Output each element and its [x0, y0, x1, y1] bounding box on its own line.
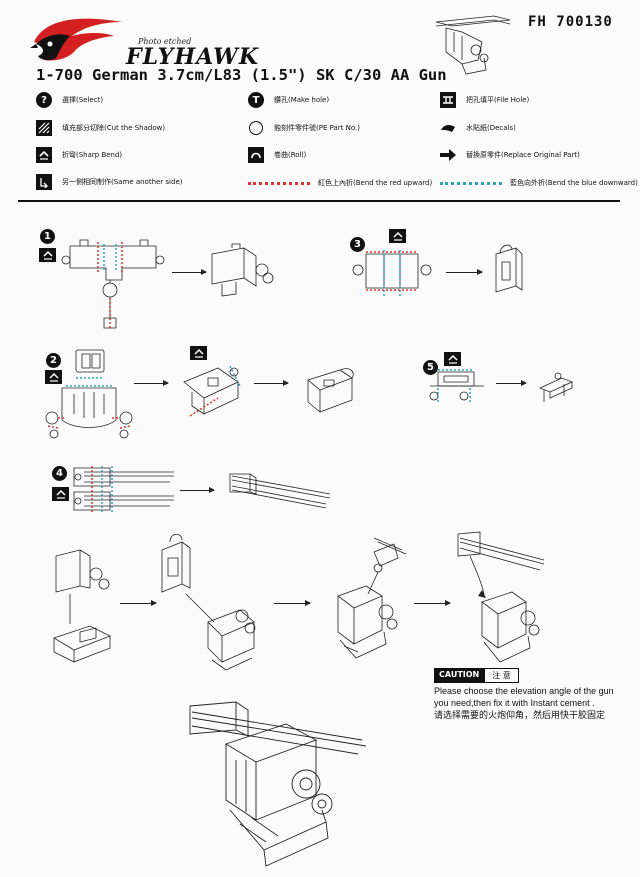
- caution-note-zh: 请选择需要的火炮仰角，然后用快干胶固定: [434, 710, 606, 720]
- step-2-arrow-b: [254, 380, 289, 386]
- roll-icon: [248, 147, 264, 163]
- legend-file-hole: 把孔填平(File Hole): [440, 92, 529, 108]
- legend-select: ? 選擇(Select): [36, 92, 103, 108]
- caution-note-en: Please choose the elevation angle of the…: [434, 686, 614, 708]
- step-3-badge: 3: [350, 237, 365, 252]
- legend-bend-red-label: 紅色上內折(Bend the red upward): [318, 179, 433, 187]
- step-5-arrow: [496, 380, 527, 386]
- header-divider: [18, 200, 620, 202]
- legend-pe-part-label: 蝕刻件零件號(PE Part No.): [274, 124, 360, 132]
- step-1-badge: 1: [40, 229, 55, 244]
- caution-zh: 注 意: [484, 668, 519, 683]
- assembly-stage-3: [322, 534, 412, 666]
- legend-select-label: 選擇(Select): [62, 96, 104, 104]
- sharp-bend-icon: [36, 147, 52, 163]
- blue-fold-line: [440, 181, 502, 185]
- legend-file-hole-label: 把孔填平(File Hole): [466, 96, 530, 104]
- legend-cut-shadow-label: 填充部分切除(Cut the Shadow): [62, 124, 166, 132]
- step-2-arrow-a: [134, 380, 169, 386]
- caution-en: CAUTION: [434, 668, 485, 683]
- step-3-arrow: [446, 269, 483, 275]
- legend-make-hole: T 鑽孔(Make hole): [248, 92, 329, 108]
- gun-overview-illustration: [432, 12, 512, 78]
- step-5-result: [536, 370, 576, 406]
- sharp-bend-icon: [190, 346, 207, 360]
- brand-subtitle: Photo etched: [138, 37, 192, 46]
- step-2-fret: [44, 348, 134, 442]
- sharp-bend-icon: [39, 248, 56, 262]
- page-title: 1-700 German 3.7cm/L83 (1.5") SK C/30 AA…: [36, 66, 447, 84]
- legend-make-hole-label: 鑽孔(Make hole): [274, 96, 330, 104]
- step-2-result: [300, 364, 360, 420]
- assembly-stage-1: [50, 546, 122, 670]
- legend-decals-label: 水貼紙(Decals): [466, 124, 516, 132]
- sharp-bend-icon: [45, 370, 62, 384]
- assembly-stage-4: [452, 530, 548, 670]
- decal-icon: [440, 120, 456, 136]
- caution-note: Please choose the elevation angle of the…: [434, 685, 630, 721]
- step-3-result: [488, 240, 528, 298]
- step-3-fret: [352, 250, 432, 296]
- same-side-icon: [36, 174, 52, 190]
- legend-roll: 卷曲(Roll): [248, 147, 306, 163]
- flyhawk-logo: Photo etched FLYHAWK: [30, 14, 258, 70]
- assembly-arrow-1: [120, 600, 157, 606]
- step-2-badge: 2: [46, 353, 61, 368]
- step-5-badge: 5: [423, 360, 438, 375]
- hawk-logo-icon: [30, 18, 122, 61]
- legend-decals: 水貼紙(Decals): [440, 120, 516, 136]
- legend-same-side: 另一側相同制作(Same another side): [36, 174, 183, 190]
- caution-label: CAUTION 注 意: [434, 668, 519, 683]
- legend-bend-red: 紅色上內折(Bend the red upward): [248, 178, 432, 188]
- legend-replace-label: 替換原零件(Replace Original Part): [466, 151, 580, 159]
- step-4-result: [226, 470, 334, 514]
- question-icon: ?: [36, 92, 52, 108]
- legend-pe-part: 蝕刻件零件號(PE Part No.): [248, 120, 360, 136]
- step-5-fret: [424, 368, 494, 404]
- assembly-arrow-2: [274, 600, 311, 606]
- legend-replace: 替換原零件(Replace Original Part): [440, 147, 580, 163]
- step-1-result: [208, 244, 278, 300]
- sharp-bend-icon: [52, 487, 69, 501]
- step-4-badge: 4: [52, 466, 67, 481]
- final-assembly: [186, 700, 382, 872]
- replace-arrow-icon: [440, 147, 456, 163]
- assembly-arrow-3: [414, 600, 451, 606]
- shadow-cut-icon: [36, 120, 52, 136]
- legend-roll-label: 卷曲(Roll): [274, 151, 307, 159]
- legend-sharp-bend: 折彎(Sharp Bend): [36, 147, 122, 163]
- step-2-intermediate: [178, 362, 248, 422]
- brand-name: FLYHAWK: [126, 44, 259, 70]
- step-1-arrow: [172, 269, 207, 275]
- legend-same-side-label: 另一側相同制作(Same another side): [62, 178, 183, 186]
- part-number-icon: [248, 120, 264, 136]
- file-hole-icon: [440, 92, 456, 108]
- sharp-bend-icon: [389, 229, 406, 243]
- step-4-fret: [70, 466, 176, 514]
- assembly-stage-2: [156, 530, 264, 674]
- sharp-bend-icon: [444, 352, 461, 366]
- product-code: FH 700130: [528, 14, 613, 30]
- legend-cut-shadow: 填充部分切除(Cut the Shadow): [36, 120, 165, 136]
- red-fold-line: [248, 181, 310, 185]
- step-4-arrow: [180, 487, 215, 493]
- step-1-fret: [60, 236, 170, 330]
- legend-sharp-bend-label: 折彎(Sharp Bend): [62, 151, 123, 159]
- legend-bend-blue-label: 藍色向外折(Bend the blue downward): [510, 179, 638, 187]
- legend-bend-blue: 藍色向外折(Bend the blue downward): [440, 178, 638, 188]
- drill-icon: T: [248, 92, 264, 108]
